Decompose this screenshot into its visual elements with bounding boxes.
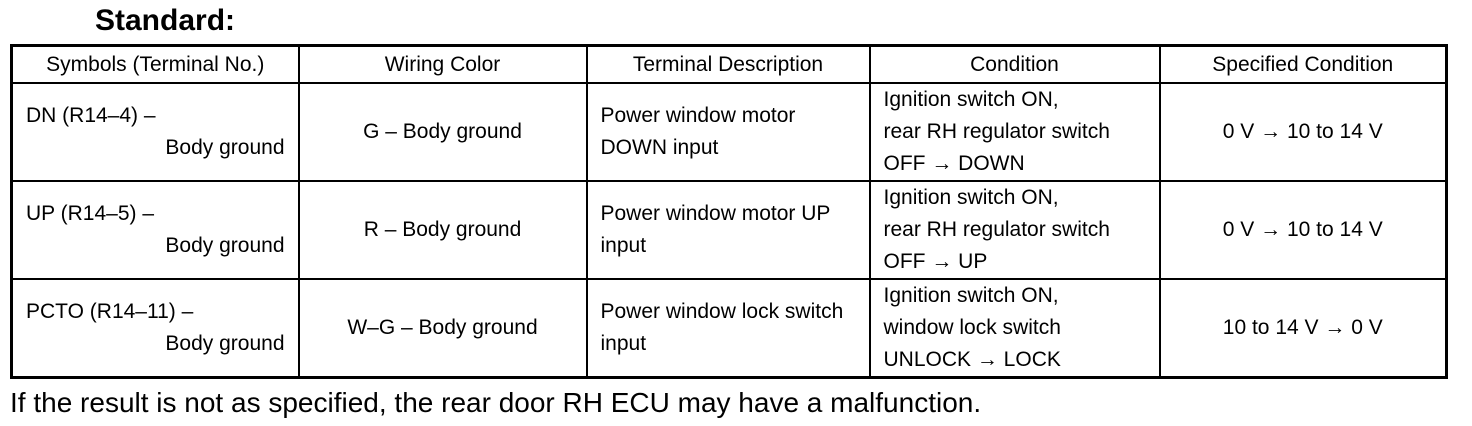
table-body: DN (R14–4) – Body ground G – Body ground… bbox=[10, 82, 1448, 379]
table-row: DN (R14–4) – Body ground G – Body ground… bbox=[10, 82, 1448, 182]
cell-terminal-description: Power window motor DOWN input bbox=[585, 82, 871, 182]
terminal-spec-table: Symbols (Terminal No.) Wiring Color Term… bbox=[10, 44, 1448, 379]
cell-wiring-color: W–G – Body ground bbox=[297, 278, 588, 379]
cell-specified-condition: 0 V → 10 to 14 V bbox=[1158, 82, 1448, 182]
column-header-symbols: Symbols (Terminal No.) bbox=[10, 44, 300, 84]
section-title: Standard: bbox=[95, 4, 236, 37]
cell-symbols-terminal-no: PCTO (R14–11) – Body ground bbox=[10, 278, 300, 379]
result-note: If the result is not as specified, the r… bbox=[10, 387, 982, 418]
cell-symbols-terminal-no: UP (R14–5) – Body ground bbox=[10, 180, 300, 280]
cell-wiring-color: R – Body ground bbox=[297, 180, 588, 280]
symbol-ground-label: Body ground bbox=[165, 136, 285, 159]
column-header-specified-condition: Specified Condition bbox=[1158, 44, 1448, 84]
column-header-terminal-description: Terminal Description bbox=[585, 44, 871, 84]
symbol-terminal-label: UP (R14–5) – bbox=[26, 202, 155, 225]
symbol-ground-label: Body ground bbox=[165, 332, 285, 355]
cell-condition: Ignition switch ON, rear RH regulator sw… bbox=[868, 180, 1161, 280]
column-header-condition: Condition bbox=[868, 44, 1161, 84]
cell-wiring-color: G – Body ground bbox=[297, 82, 588, 182]
manual-page: Standard: Symbols (Terminal No.) Wiring … bbox=[0, 4, 1472, 426]
symbol-terminal-label: PCTO (R14–11) – bbox=[26, 300, 194, 323]
cell-specified-condition: 0 V → 10 to 14 V bbox=[1158, 180, 1448, 280]
header-row: Symbols (Terminal No.) Wiring Color Term… bbox=[10, 44, 1448, 84]
table-row: UP (R14–5) – Body ground R – Body ground… bbox=[10, 180, 1448, 280]
cell-terminal-description: Power window lock switch input bbox=[585, 278, 871, 379]
symbol-terminal-label: DN (R14–4) – bbox=[26, 104, 156, 127]
symbol-ground-label: Body ground bbox=[165, 234, 285, 257]
cell-condition: Ignition switch ON, rear RH regulator sw… bbox=[868, 82, 1161, 182]
cell-symbols-terminal-no: DN (R14–4) – Body ground bbox=[10, 82, 300, 182]
cell-specified-condition: 10 to 14 V → 0 V bbox=[1158, 278, 1448, 379]
cell-condition: Ignition switch ON, window lock switch U… bbox=[868, 278, 1161, 379]
column-header-wiring-color: Wiring Color bbox=[297, 44, 588, 84]
table-row: PCTO (R14–11) – Body ground W–G – Body g… bbox=[10, 278, 1448, 379]
cell-terminal-description: Power window motor UP input bbox=[585, 180, 871, 280]
